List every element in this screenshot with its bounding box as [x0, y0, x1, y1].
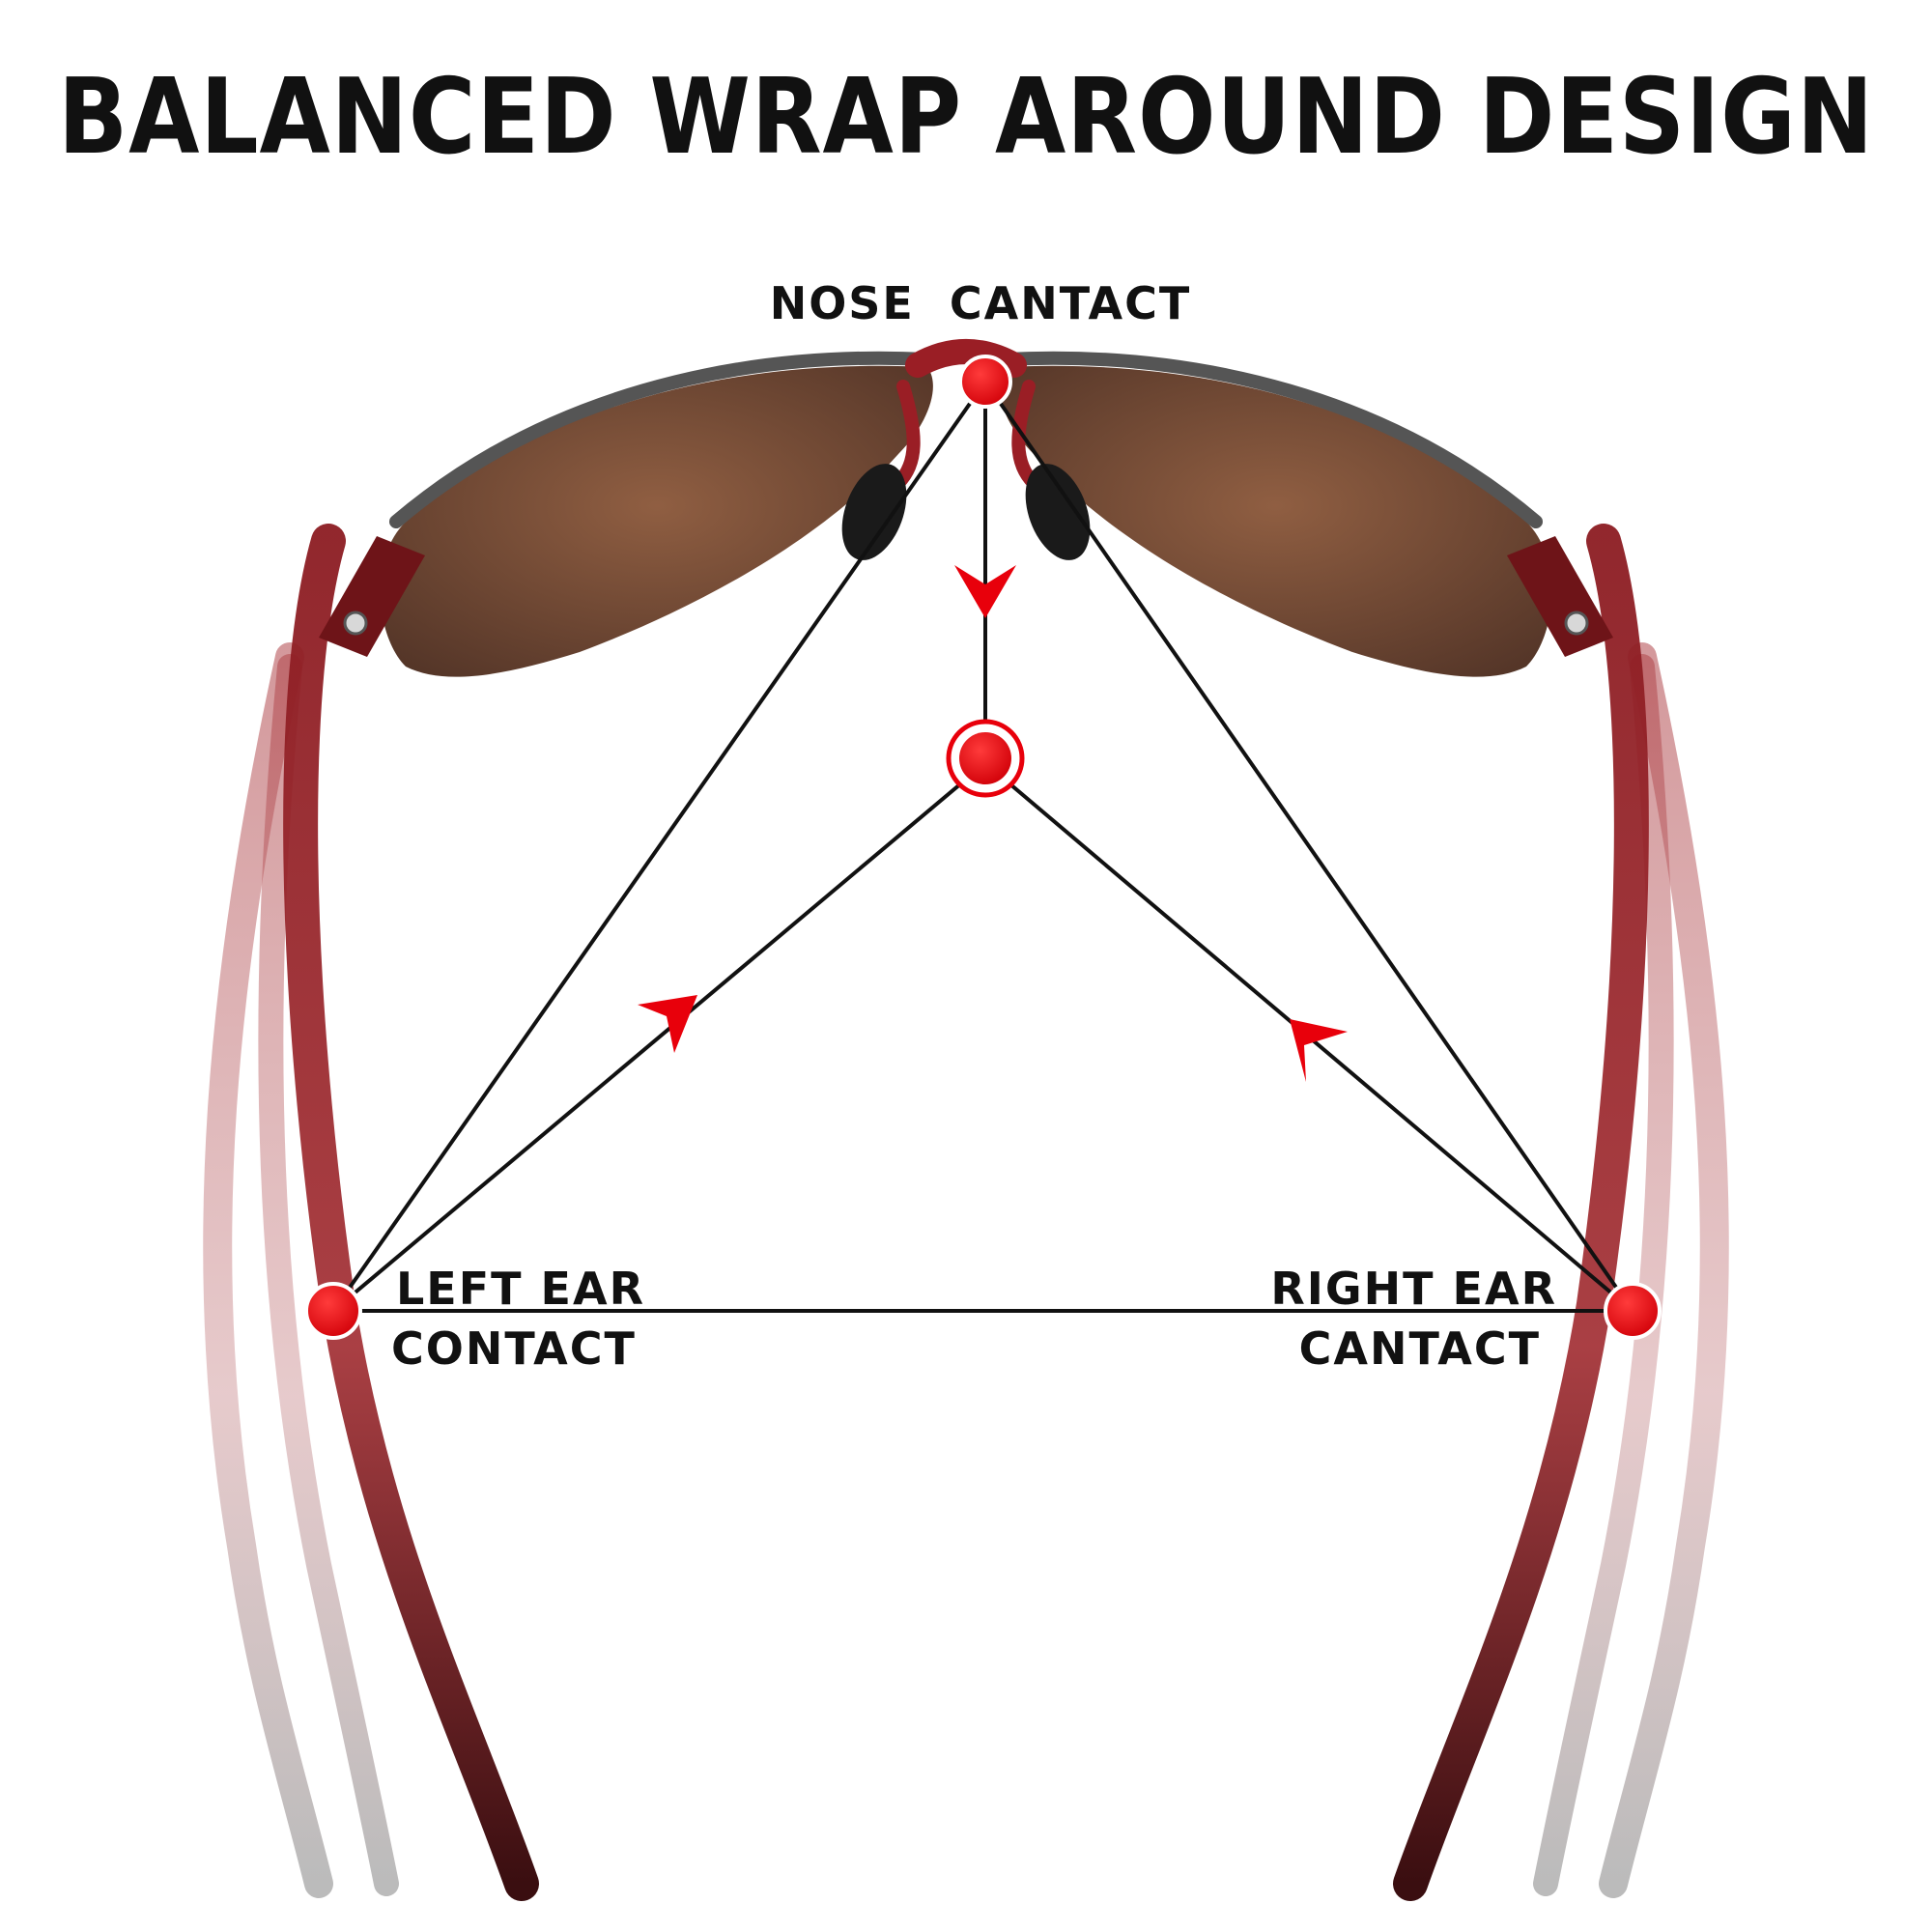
ghost-temple-arms: [203, 642, 1729, 1898]
page-title: BALANCED WRAP AROUND DESIGN: [58, 57, 1874, 178]
left-ear-label-line1: LEFT EAR: [396, 1263, 645, 1315]
left-ear-label-line2: CONTACT: [391, 1322, 637, 1375]
lenses: [380, 351, 1552, 677]
left-hinge-screw: [343, 611, 368, 636]
right-hinge-screw: [1564, 611, 1589, 636]
right-lens: [999, 365, 1552, 677]
center-balance-point: [959, 732, 1011, 784]
hinges: [319, 536, 1613, 657]
left-ear-contact-point: [304, 1282, 362, 1340]
arrow-up-right-icon: [638, 995, 697, 1053]
arrowheads: [638, 565, 1348, 1082]
right-ear-contact-point: [1604, 1282, 1662, 1340]
line-center-left-ear: [331, 761, 987, 1313]
contact-points: [304, 355, 1662, 1340]
right-temple-arm: [1393, 524, 1649, 1901]
left-lens: [380, 365, 933, 677]
nose-contact-point: [958, 355, 1012, 409]
right-nose-pad: [1025, 464, 1091, 560]
nose-contact-label: NOSE CANTACT: [770, 277, 1192, 329]
line-nose-left-ear: [331, 380, 987, 1313]
line-nose-right-ear: [983, 380, 1634, 1313]
bridge: [841, 339, 1091, 560]
left-nose-pad: [841, 464, 907, 560]
arrow-down-icon: [954, 565, 1016, 618]
arrow-up-left-icon: [1290, 1019, 1348, 1082]
right-ear-label-line1: RIGHT EAR: [1270, 1263, 1557, 1315]
right-ear-label-line2: CANTACT: [1299, 1322, 1541, 1375]
